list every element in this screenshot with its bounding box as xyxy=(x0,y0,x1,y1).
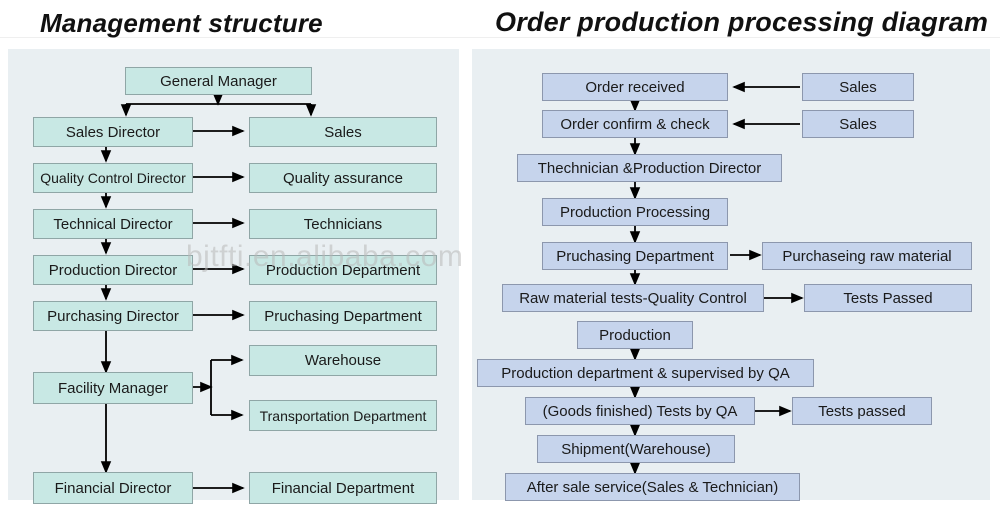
node-tests-passed-2[interactable]: Tests passed xyxy=(792,397,932,425)
node-quality-control-director[interactable]: Quality Control Director xyxy=(33,163,193,193)
header-divider-line xyxy=(0,37,1000,38)
right-diagram-title: Order production processing diagram xyxy=(495,7,989,37)
left-diagram-title: Management structure xyxy=(40,8,323,38)
node-order-received[interactable]: Order received xyxy=(542,73,728,101)
node-order-confirm-check[interactable]: Order confirm & check xyxy=(542,110,728,138)
node-warehouse[interactable]: Warehouse xyxy=(249,345,437,376)
node-technician-production-director[interactable]: Thechnician &Production Director xyxy=(517,154,782,182)
node-tests-passed-1[interactable]: Tests Passed xyxy=(804,284,972,312)
node-after-sale-service[interactable]: After sale service(Sales & Technician) xyxy=(505,473,800,501)
node-goods-finished-tests[interactable]: (Goods finished) Tests by QA xyxy=(525,397,755,425)
node-production-processing[interactable]: Production Processing xyxy=(542,198,728,226)
order-production-connectors xyxy=(629,81,804,475)
node-sales-director[interactable]: Sales Director xyxy=(33,117,193,147)
node-purchasing-director[interactable]: Purchasing Director xyxy=(33,301,193,331)
node-production[interactable]: Production xyxy=(577,321,693,349)
node-technicians[interactable]: Technicians xyxy=(249,209,437,239)
node-technical-director[interactable]: Technical Director xyxy=(33,209,193,239)
node-financial-department[interactable]: Financial Department xyxy=(249,472,437,504)
node-production-department[interactable]: Production Department xyxy=(249,255,437,285)
node-sales-1[interactable]: Sales xyxy=(802,73,914,101)
node-pruchasing-department[interactable]: Pruchasing Department xyxy=(249,301,437,331)
node-general-manager[interactable]: General Manager xyxy=(125,67,312,95)
node-purchaseing-raw-material[interactable]: Purchaseing raw material xyxy=(762,242,972,270)
management-structure-connectors xyxy=(100,93,317,494)
node-production-department-qa[interactable]: Production department & supervised by QA xyxy=(477,359,814,387)
node-production-director[interactable]: Production Director xyxy=(33,255,193,285)
node-raw-material-tests[interactable]: Raw material tests-Quality Control xyxy=(502,284,764,312)
node-pruchasing-department-right[interactable]: Pruchasing Department xyxy=(542,242,728,270)
node-sales-2[interactable]: Sales xyxy=(802,110,914,138)
node-financial-director[interactable]: Financial Director xyxy=(33,472,193,504)
node-shipment-warehouse[interactable]: Shipment(Warehouse) xyxy=(537,435,735,463)
order-production-panel: Order received Sales Order confirm & che… xyxy=(472,49,990,501)
node-transportation-department[interactable]: Transportation Department xyxy=(249,400,437,431)
node-quality-assurance[interactable]: Quality assurance xyxy=(249,163,437,193)
node-facility-manager[interactable]: Facility Manager xyxy=(33,372,193,404)
management-structure-panel: General Manager Sales Director Sales Qua… xyxy=(8,49,459,504)
node-sales[interactable]: Sales xyxy=(249,117,437,147)
